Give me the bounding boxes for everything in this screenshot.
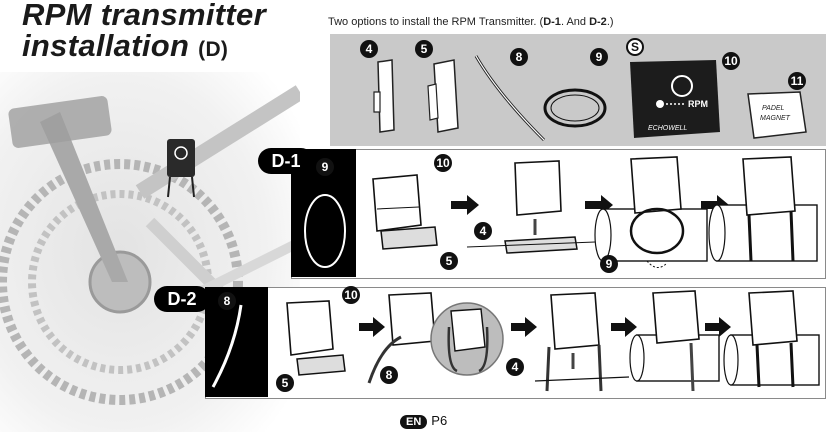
d1-step4-drawing (708, 156, 818, 262)
d2-zip-tie-icon (211, 304, 243, 388)
part-callout-8: 8 (510, 48, 528, 66)
d1-o-ring-icon (304, 194, 346, 268)
d2-callout-4: 4 (506, 358, 524, 376)
d1-arrow-1 (451, 195, 479, 215)
d1-callout-10: 10 (434, 154, 452, 172)
chainring-outer (0, 159, 243, 405)
crank-arm (40, 112, 128, 282)
page-title-suffix: (D) (198, 38, 229, 61)
bracket-part-4 (373, 59, 395, 133)
intro-text: Two options to install the RPM Transmitt… (328, 16, 614, 28)
page-title-line1: RPM transmitter (22, 0, 266, 32)
d2-arrow-1 (359, 317, 385, 337)
section-d1-steps (304, 156, 818, 268)
d1-callout-9: 9 (316, 158, 334, 176)
d2-step4-drawing (629, 290, 720, 392)
part-callout-5: 5 (415, 40, 433, 58)
d2-callout-8: 8 (218, 292, 236, 310)
intro-option-1: D-1 (543, 16, 561, 28)
intro-option-2: D-2 (589, 16, 607, 28)
d2-callout-10: 10 (342, 286, 360, 304)
section-d2-part-box (205, 287, 268, 397)
part-callout-11: 11 (788, 72, 806, 90)
d2-arrow-4 (705, 317, 731, 337)
transmitter-brand-label: ECHOWELL (648, 125, 687, 132)
transmitter-rpm-label: RPM (688, 99, 708, 109)
intro-text-b: . And (560, 16, 590, 28)
d2-step1-drawing (286, 300, 346, 376)
section-d1-badge: D-1 (258, 148, 314, 174)
page-number: P6 (431, 413, 448, 428)
intro-text-c: .) (606, 16, 614, 28)
part-callout-s: S (626, 38, 644, 56)
bracket-part-5 (427, 59, 459, 133)
d2-callout-8b: 8 (380, 366, 398, 384)
mounted-transmitter-icon (167, 139, 195, 198)
pedal (8, 96, 112, 148)
d2-callout-5: 5 (276, 374, 294, 392)
o-ring-part-9 (543, 88, 607, 128)
d1-step2-drawing (466, 160, 622, 254)
d1-callout-9b: 9 (600, 255, 618, 273)
d2-arrow-3 (611, 317, 637, 337)
part-callout-10: 10 (722, 52, 740, 70)
section-d2-steps (211, 290, 820, 392)
chainstay (135, 85, 300, 199)
language-badge: EN (400, 415, 428, 429)
d2-step3-drawing (534, 292, 630, 392)
magnet-label-1: PADEL (762, 105, 785, 112)
parts-drawings: RPM ECHOWELL PADEL MAGNET (373, 55, 807, 142)
page-title-main: installation (22, 28, 190, 63)
d1-step3-drawing (594, 156, 708, 268)
d1-step1-drawing (372, 174, 438, 250)
magnet-label-2: MAGNET (760, 115, 791, 122)
page-title-line2: installation (D) (22, 30, 228, 61)
part-callout-4: 4 (360, 40, 378, 58)
pedal-magnet-part-11: PADEL MAGNET (747, 91, 807, 139)
d1-callout-4: 4 (474, 222, 492, 240)
d1-callout-5: 5 (440, 252, 458, 270)
d2-step2-drawing (367, 292, 504, 384)
zip-tie-part-8 (474, 55, 546, 142)
d2-arrow-2 (511, 317, 537, 337)
section-d2-badge: D-2 (154, 286, 210, 312)
intro-text-a: Two options to install the RPM Transmitt… (328, 16, 544, 28)
d2-step5-drawing (723, 290, 820, 388)
rpm-transmitter-part-10: RPM ECHOWELL (630, 60, 720, 138)
part-callout-9: 9 (590, 48, 608, 66)
